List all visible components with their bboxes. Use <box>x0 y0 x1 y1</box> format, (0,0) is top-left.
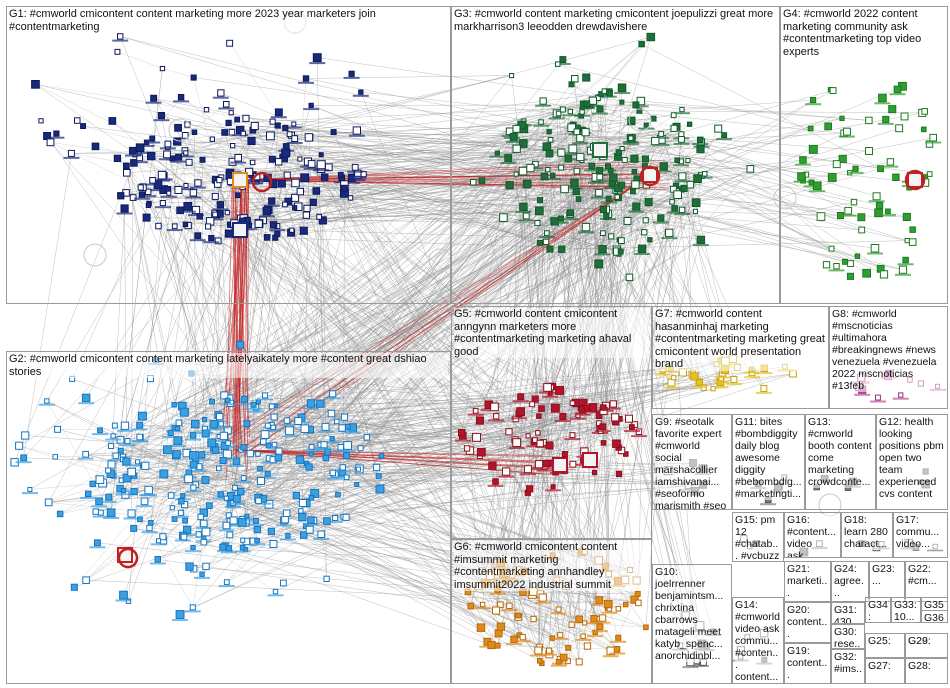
group-box-g13: G13: #cmworld booth content come marketi… <box>805 414 876 510</box>
group-box-g25: G25: <box>865 633 905 658</box>
group-box-g33: G33: 10... <box>891 597 921 623</box>
group-label-g7: G7: #cmworld content hasanminhaj marketi… <box>655 308 826 371</box>
group-box-g28: G28: <box>905 658 948 684</box>
group-box-g24: G24: agree... <box>831 561 869 602</box>
group-label-g20: G20: content... <box>787 604 828 640</box>
group-label-g10: G10: joelrrenner benjamintsm... chrixtin… <box>655 566 729 662</box>
group-label-g3: G3: #cmworld content marketing cmiconten… <box>454 8 777 33</box>
group-label-g9: G9: #seotalk favorite expert #cmworld so… <box>655 416 729 510</box>
group-label-g31: G31: 430... <box>834 604 862 624</box>
group-label-g27: G27: <box>868 660 902 672</box>
group-box-g15: G15: pm 12 #chatab... #vcbuzz #cmworld #… <box>732 512 784 562</box>
group-box-g30: G30: rese... <box>831 624 865 649</box>
group-box-g9: G9: #seotalk favorite expert #cmworld so… <box>652 414 732 510</box>
group-label-g18: G18: learn 280 charact... <box>844 514 890 550</box>
group-box-g1: G1: #cmworld cmicontent content marketin… <box>6 6 451 304</box>
group-label-g2: G2: #cmworld cmicontent content marketin… <box>9 353 448 378</box>
group-label-g1: G1: #cmworld cmicontent content marketin… <box>9 8 448 33</box>
group-label-g30: G30: rese... <box>834 626 862 649</box>
group-label-g6: G6: #cmworld cmicontent content #imsummi… <box>454 541 649 591</box>
group-box-g14: G14: #cmworld video ask commu... #conten… <box>732 597 784 684</box>
group-label-g29: G29: <box>908 635 945 647</box>
group-label-g13: G13: #cmworld booth content come marketi… <box>808 416 873 488</box>
group-label-g12: G12: health looking positions pbm open t… <box>879 416 945 500</box>
group-box-g10: G10: joelrrenner benjamintsm... chrixtin… <box>652 564 732 684</box>
group-label-g21: G21: marketi... <box>787 563 828 599</box>
group-label-g11: G11: bites #bombdiggity daily blog aweso… <box>735 416 802 500</box>
group-box-g3: G3: #cmworld content marketing cmiconten… <box>451 6 780 304</box>
group-box-g11: G11: bites #bombdiggity daily blog aweso… <box>732 414 805 510</box>
group-label-g28: G28: <box>908 660 945 672</box>
group-label-g17: G17: commu... video... <box>896 514 945 550</box>
group-box-g36: G36: <box>921 610 948 623</box>
group-label-g24: G24: agree... <box>834 563 866 599</box>
group-box-g18: G18: learn 280 charact... <box>841 512 893 558</box>
group-label-g23: G23: ... <box>872 563 902 587</box>
group-box-g16: G16: #content... video ask... <box>784 512 841 558</box>
group-label-g32: G32: #ims... <box>834 651 862 684</box>
group-label-g15: G15: pm 12 #chatab... #vcbuzz #cmworld #… <box>735 514 781 562</box>
group-box-g12: G12: health looking positions pbm open t… <box>876 414 948 510</box>
group-label-g33: G33: 10... <box>894 599 918 623</box>
group-box-g23: G23: ... <box>869 561 905 602</box>
group-label-g22: G22: #cm... <box>908 563 945 587</box>
group-box-g22: G22: #cm... <box>905 561 948 602</box>
vertex-node <box>237 342 244 349</box>
group-box-g21: G21: marketi... <box>784 561 831 602</box>
group-label-g16: G16: #content... video ask... <box>787 514 838 558</box>
group-box-g20: G20: content... <box>784 602 831 643</box>
group-box-g34: G34: #co... <box>865 597 891 623</box>
group-label-g5: G5: #cmworld content cmicontent anngynn … <box>454 308 649 358</box>
group-label-g4: G4: #cmworld 2022 content marketing comm… <box>783 8 945 58</box>
group-label-g25: G25: <box>868 635 902 647</box>
group-box-g29: G29: <box>905 633 948 658</box>
group-box-g27: G27: <box>865 658 905 684</box>
group-label-g14: G14: #cmworld video ask commu... #conten… <box>735 599 781 683</box>
group-box-g2: G2: #cmworld cmicontent content marketin… <box>6 351 451 684</box>
group-box-g6: G6: #cmworld cmicontent content #imsummi… <box>451 539 652 684</box>
group-box-g5: G5: #cmworld content cmicontent anngynn … <box>451 306 652 539</box>
group-box-g4: G4: #cmworld 2022 content marketing comm… <box>780 6 948 304</box>
group-label-g8: G8: #cmworld #mscnoticias #ultimahora #b… <box>832 308 945 392</box>
group-box-g7: G7: #cmworld content hasanminhaj marketi… <box>652 306 829 409</box>
group-box-g8: G8: #cmworld #mscnoticias #ultimahora #b… <box>829 306 948 409</box>
group-box-g19: G19: content... <box>784 643 831 684</box>
group-box-g17: G17: commu... video... <box>893 512 948 558</box>
group-label-g19: G19: content... <box>787 645 828 681</box>
group-box-g32: G32: #ims... <box>831 649 865 684</box>
group-label-g34: G34: #co... <box>868 599 888 623</box>
group-label-g36: G36: <box>924 612 945 623</box>
group-box-g31: G31: 430... <box>831 602 865 624</box>
